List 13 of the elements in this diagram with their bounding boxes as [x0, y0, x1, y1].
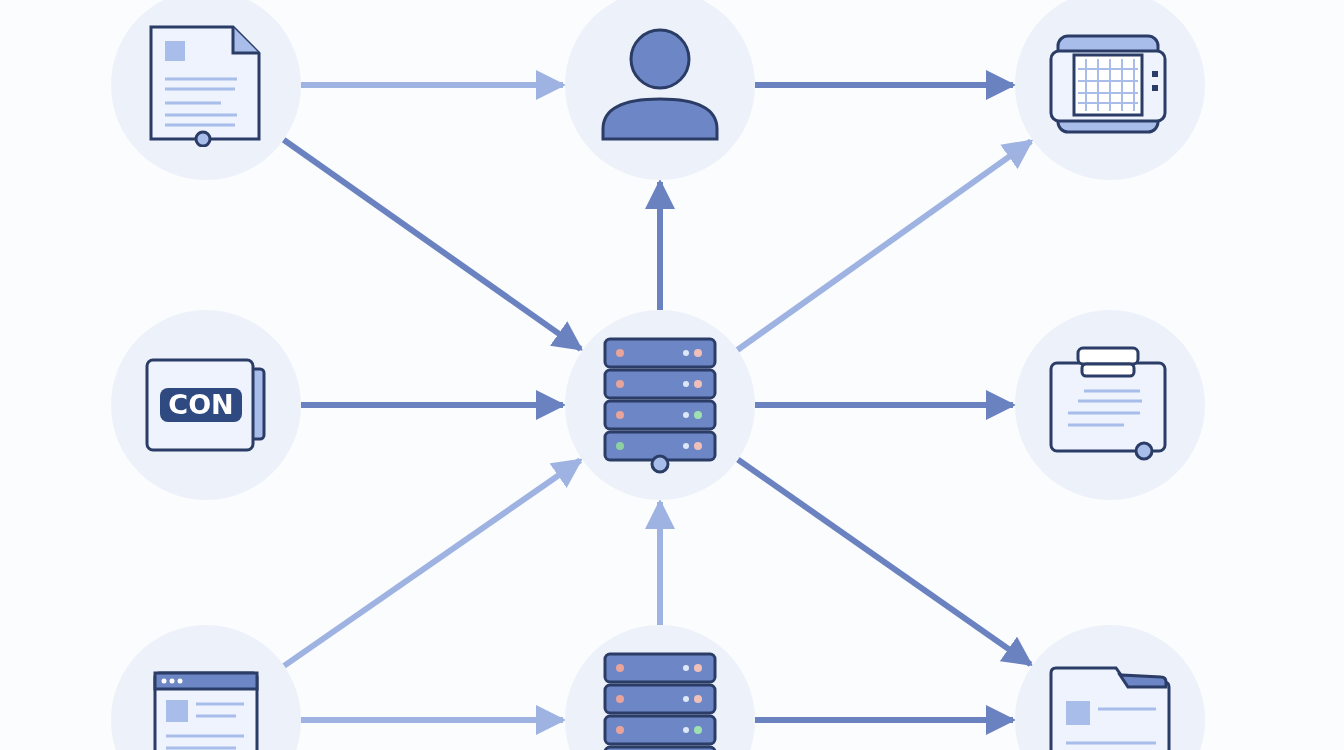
arrow [281, 137, 584, 352]
arrow [645, 499, 675, 625]
arrow [736, 457, 1033, 667]
arrow [645, 179, 675, 310]
arrow [301, 705, 566, 735]
arrow [735, 138, 1034, 353]
arrow [301, 390, 566, 420]
arrow [301, 70, 566, 100]
card-label: CON [160, 388, 242, 422]
arrow [282, 457, 583, 669]
arrow [755, 70, 1016, 100]
arrow [755, 705, 1016, 735]
arrow [755, 390, 1016, 420]
